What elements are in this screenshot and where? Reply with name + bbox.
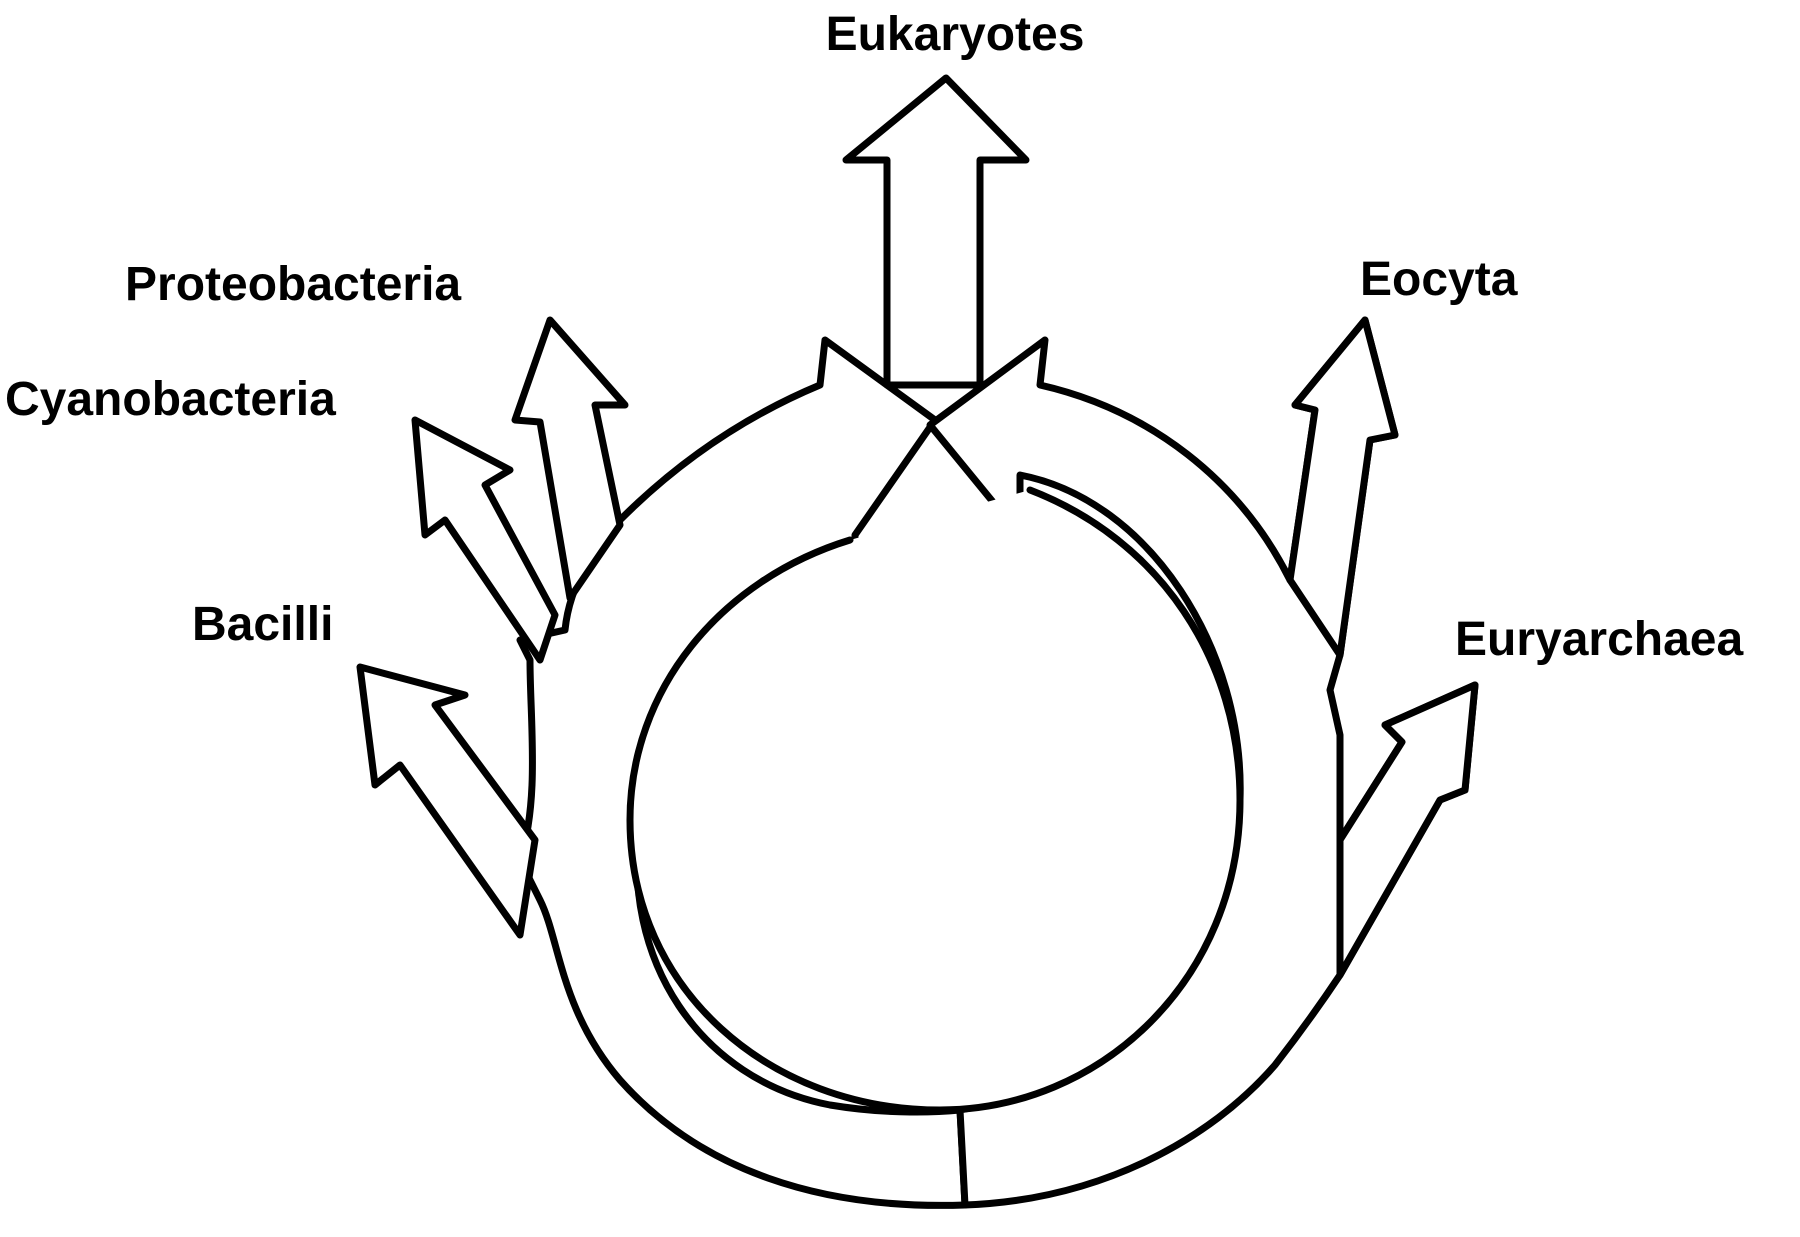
bacilli-arrow [356, 663, 539, 939]
proteobacteria-label: Proteobacteria [125, 258, 461, 311]
cyanobacteria-label: Cyanobacteria [5, 373, 336, 426]
euryarchaea-label: Euryarchaea [1455, 613, 1743, 666]
eocyta-label: Eocyta [1360, 253, 1518, 306]
eocyta-arrow [1286, 316, 1399, 659]
inner-ring [626, 486, 1244, 1114]
proteobacteria-arrow [511, 316, 629, 602]
cyanobacteria-arrow [411, 416, 559, 664]
euryarchaea-arrow [1336, 681, 1479, 979]
eukaryotes-arrow [842, 74, 1030, 389]
bacilli-label: Bacilli [192, 598, 333, 651]
eukaryotes-label: Eukaryotes [826, 8, 1085, 61]
